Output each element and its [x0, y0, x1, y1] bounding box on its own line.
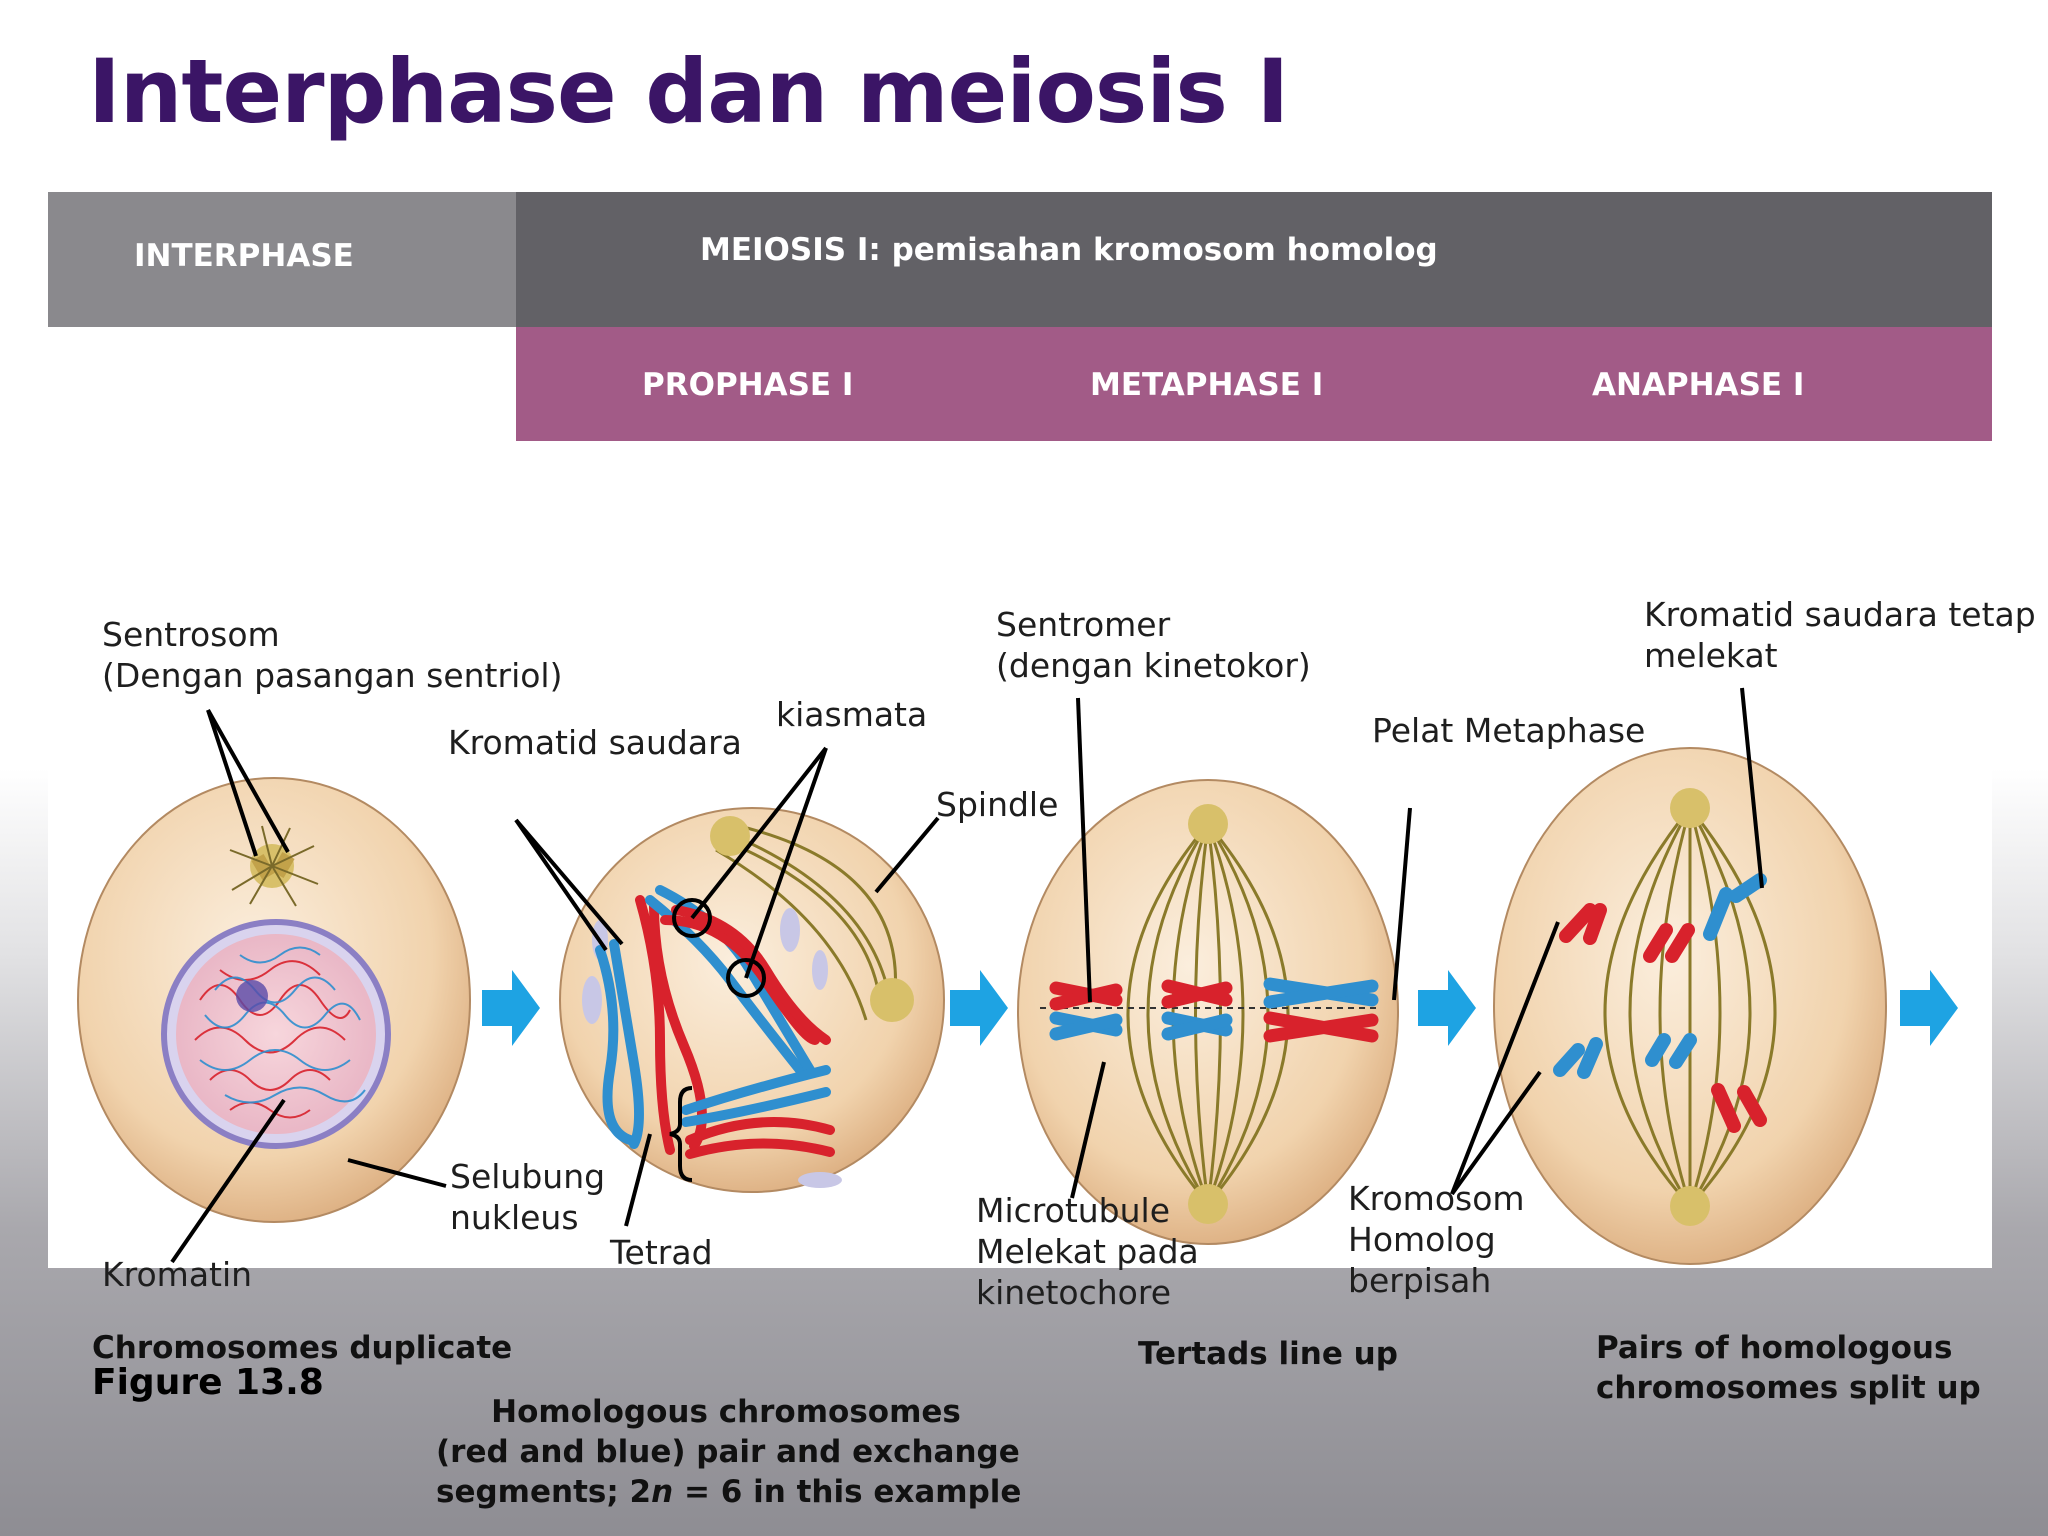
caption-prophase: Homologous chromosomes (red and blue) pa…: [436, 1394, 1022, 1510]
label-selubung-nukleus: Selubung nukleus: [450, 1157, 606, 1237]
caption-anaphase: Pairs of homologous chromosomes split up: [1596, 1330, 1981, 1406]
label-kromatid-saudara: Kromatid saudara: [448, 723, 742, 762]
prophase-cell: [559, 807, 945, 1193]
meiosis-header-band: MEIOSIS I: pemisahan kromosom homolog: [516, 192, 1992, 327]
interphase-header-band: INTERPHASE: [48, 192, 516, 327]
label-kromosom-homolog: Kromosom Homolog berpisah: [1348, 1179, 1525, 1300]
interphase-header-label: INTERPHASE: [134, 238, 354, 274]
label-tetrad: Tetrad: [610, 1233, 713, 1272]
phase-header-band: PROPHASE I METAPHASE I ANAPHASE I: [516, 327, 1992, 441]
caption-interphase: Chromosomes duplicate: [92, 1330, 513, 1366]
metaphase-cell: [1017, 779, 1399, 1245]
label-pelat-metaphase: Pelat Metaphase: [1372, 711, 1646, 750]
label-microtubule: Microtubule Melekat pada kinetochore: [976, 1191, 1199, 1312]
label-spindle: Spindle: [936, 785, 1059, 824]
arrow-right-icon: [482, 970, 540, 1046]
meiosis-header-label: MEIOSIS I: pemisahan kromosom homolog: [700, 232, 1438, 268]
metaphase-header-label: METAPHASE I: [1090, 367, 1324, 403]
label-kromatin: Kromatin: [102, 1255, 253, 1294]
page-title: Interphase dan meiosis I: [88, 40, 1289, 143]
progression-arrows: [482, 970, 1958, 1046]
figure-number: Figure 13.8: [92, 1362, 324, 1403]
label-kiasmata: kiasmata: [776, 695, 928, 734]
arrow-right-icon: [1418, 970, 1476, 1046]
arrow-right-icon: [950, 970, 1008, 1046]
label-sentrosom: Sentrosom (Dengan pasangan sentriol): [102, 615, 563, 695]
label-leader-lines: [170, 687, 1764, 1264]
label-kromatid-saudara-tetap: Kromatid saudara tetap melekat: [1644, 595, 2036, 675]
anaphase-header-label: ANAPHASE I: [1592, 367, 1805, 403]
centrosome-interphase: [229, 825, 319, 907]
label-sentromer: Sentromer (dengan kinetokor): [996, 605, 1311, 685]
anaphase-cell: [1493, 747, 1887, 1265]
arrow-right-icon: [1900, 970, 1958, 1046]
interphase-cell: [77, 777, 471, 1223]
prophase-header-label: PROPHASE I: [642, 367, 854, 403]
caption-metaphase: Tertads line up: [1138, 1336, 1398, 1372]
